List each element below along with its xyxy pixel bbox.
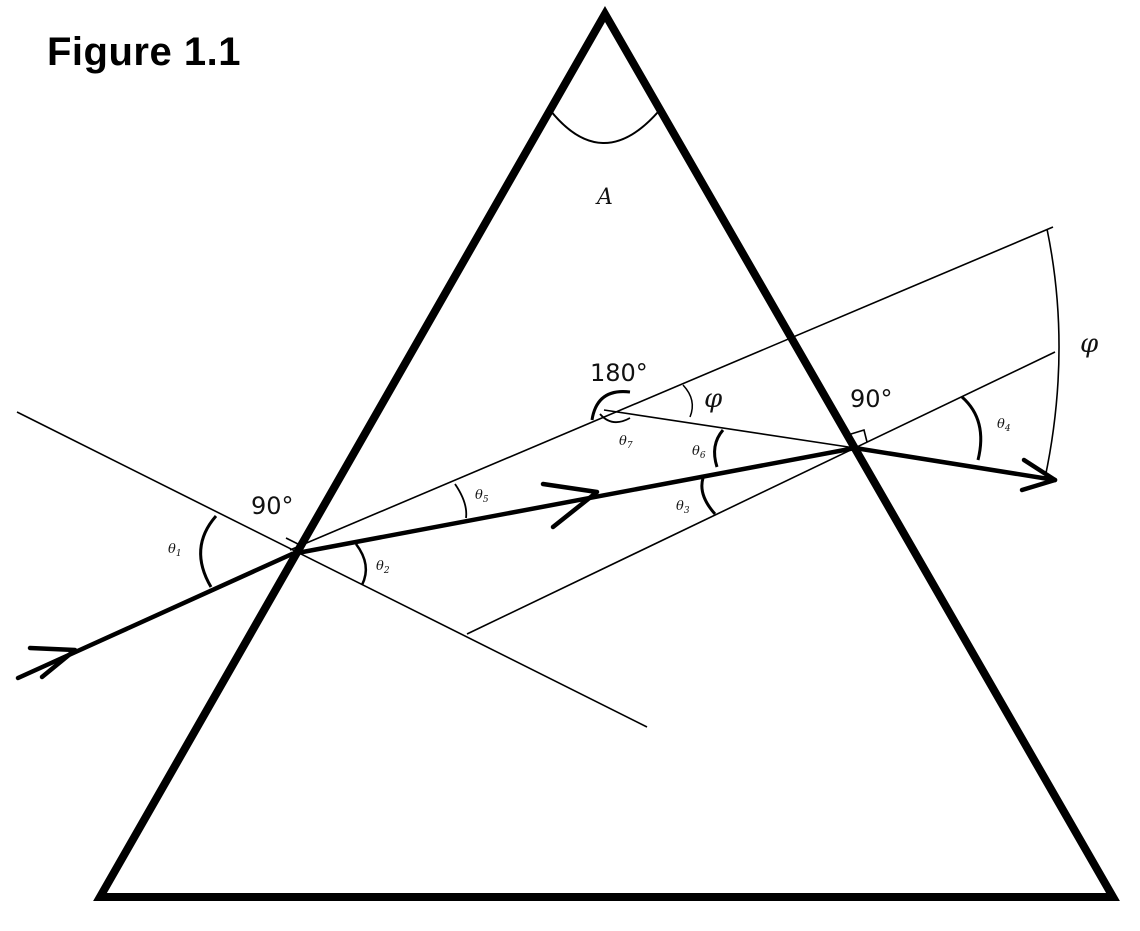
emergent-ray bbox=[852, 445, 1058, 483]
theta6-label: θ6 bbox=[692, 444, 706, 461]
right-angle-marker-right bbox=[850, 428, 868, 443]
theta4-arc bbox=[960, 395, 983, 461]
theta7-arc bbox=[599, 413, 631, 424]
refracted-ray bbox=[289, 445, 858, 557]
emergent-ray-arrowhead bbox=[1019, 457, 1058, 493]
phi-inner-arc bbox=[682, 384, 694, 418]
theta3-arc bbox=[700, 477, 717, 515]
theta4-label: θ4 bbox=[997, 417, 1011, 434]
incident-ray-arrowhead bbox=[27, 645, 78, 680]
theta1-arc bbox=[199, 515, 218, 588]
apex-angle-arc bbox=[549, 109, 659, 144]
phi-outer-label: φ bbox=[1080, 329, 1099, 359]
theta7-label: θ7 bbox=[619, 434, 633, 451]
figure-title: Figure 1.1 bbox=[47, 30, 241, 74]
apex-angle-label: A bbox=[595, 185, 613, 210]
internal-ray-arrowhead bbox=[540, 481, 600, 530]
theta5-arc bbox=[454, 483, 468, 519]
incident-ray bbox=[15, 551, 295, 681]
theta1-label: θ1 bbox=[168, 542, 182, 559]
phi-inner-label: φ bbox=[704, 384, 723, 414]
prism-triangle bbox=[93, 5, 1120, 901]
theta2-arc bbox=[355, 543, 368, 586]
right-angle-label-left: 90° bbox=[251, 492, 294, 520]
reference-line-inner bbox=[603, 409, 856, 449]
phi-outer-arc bbox=[1044, 228, 1060, 479]
normal-line-right-long bbox=[289, 226, 1054, 551]
right-angle-label-right: 90° bbox=[850, 385, 893, 413]
normal-line-left bbox=[16, 411, 648, 728]
theta3-label: θ3 bbox=[676, 499, 690, 516]
theta5-label: θ5 bbox=[475, 488, 489, 505]
theta6-arc bbox=[713, 429, 725, 468]
straight-angle-label: 180° bbox=[590, 359, 648, 387]
straight-angle-arc bbox=[590, 390, 631, 421]
theta2-label: θ2 bbox=[376, 559, 390, 576]
normal-line-right-short bbox=[466, 351, 1056, 635]
